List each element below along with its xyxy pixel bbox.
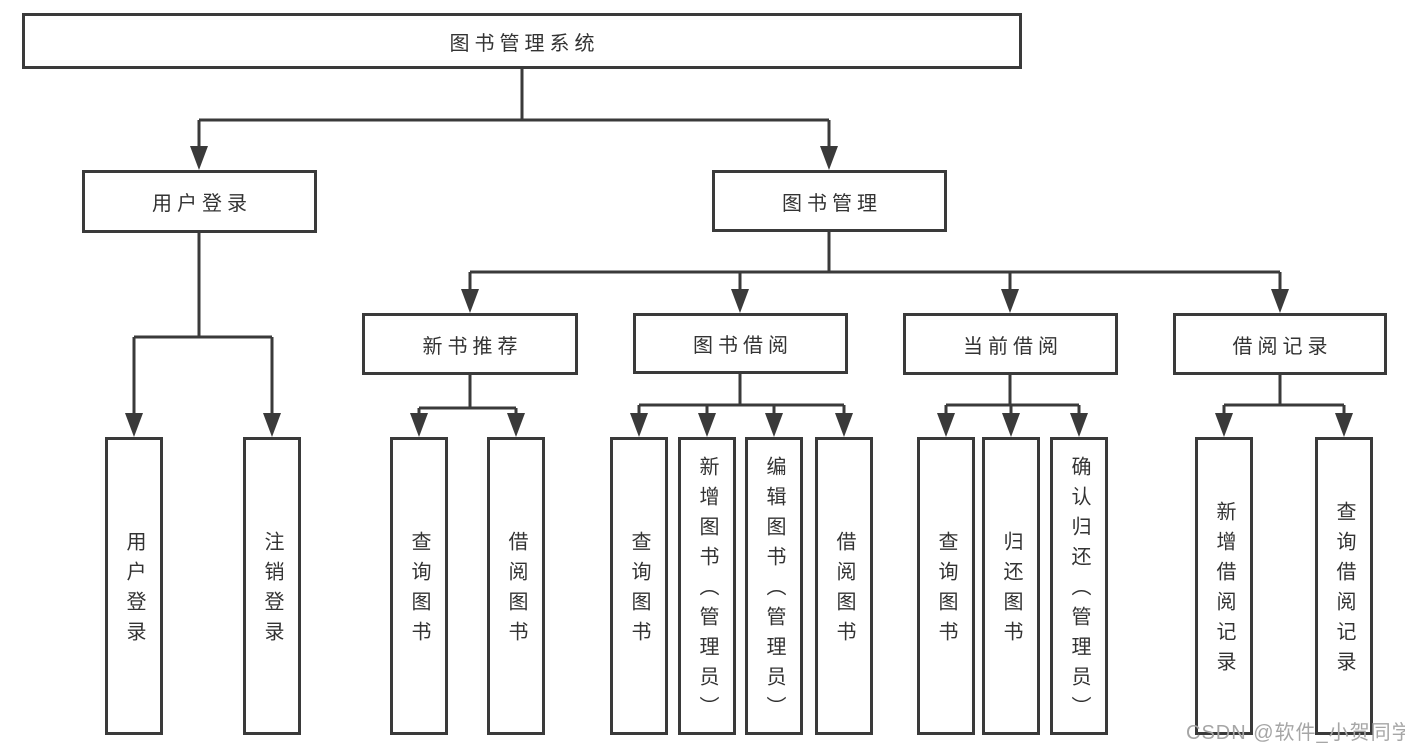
- leaf-query-books-borrow: 查询图书: [610, 437, 668, 735]
- connector-book-borrow-to-leaves: [630, 374, 853, 437]
- leaf-borrow-books-rec: 借阅图书: [487, 437, 545, 735]
- leaf-add-borrow-record-label: 新增借阅记录: [1213, 501, 1235, 681]
- node-book-management-label: 图书管理: [782, 192, 882, 215]
- leaf-add-books-admin-label: 新增图书（管理员）: [696, 456, 718, 726]
- connector-borrow-records-to-leaves: [1215, 375, 1353, 437]
- node-book-borrowing-label: 图书借阅: [693, 335, 793, 357]
- node-borrowing-records: 借阅记录: [1173, 313, 1387, 375]
- connector-user-login-to-leaves: [125, 233, 281, 437]
- node-current-borrowing: 当前借阅: [903, 313, 1118, 375]
- node-new-book-recommendation: 新书推荐: [362, 313, 578, 375]
- leaf-confirm-return-admin: 确认归还（管理员）: [1050, 437, 1108, 735]
- connector-new-book-rec-to-leaves: [410, 375, 525, 437]
- node-root-library-system: 图书管理系统: [22, 13, 1022, 69]
- leaf-borrow-books: 借阅图书: [815, 437, 873, 735]
- leaf-query-borrow-record-label: 查询借阅记录: [1333, 501, 1355, 681]
- leaf-query-books-current-label: 查询图书: [935, 531, 957, 651]
- connector-root-to-level2: [190, 69, 838, 170]
- node-book-borrowing: 图书借阅: [633, 313, 848, 374]
- leaf-query-books-borrow-label: 查询图书: [628, 531, 650, 651]
- node-current-borrowing-label: 当前借阅: [963, 335, 1063, 358]
- leaf-edit-books-admin-label: 编辑图书（管理员）: [763, 456, 785, 726]
- leaf-edit-books-admin: 编辑图书（管理员）: [745, 437, 803, 735]
- node-user-login: 用户登录: [82, 170, 317, 233]
- node-borrowing-records-label: 借阅记录: [1232, 335, 1333, 358]
- leaf-borrow-books-label: 借阅图书: [833, 531, 855, 651]
- leaf-logout-label: 注销登录: [261, 531, 283, 651]
- node-root-label: 图书管理系统: [449, 32, 600, 55]
- node-new-book-recommendation-label: 新书推荐: [422, 335, 523, 358]
- leaf-logout: 注销登录: [243, 437, 301, 735]
- leaf-query-books-current: 查询图书: [917, 437, 975, 735]
- node-user-login-label: 用户登录: [152, 193, 252, 215]
- leaf-return-books: 归还图书: [982, 437, 1040, 735]
- leaf-borrow-books-rec-label: 借阅图书: [505, 531, 527, 651]
- csdn-watermark: CSDN @软件_小贺同学: [1186, 722, 1405, 744]
- connector-current-borrow-to-leaves: [937, 375, 1088, 437]
- leaf-query-books-rec-label: 查询图书: [408, 531, 430, 651]
- leaf-user-login-label: 用户登录: [123, 531, 145, 651]
- leaf-confirm-return-admin-label: 确认归还（管理员）: [1068, 456, 1090, 726]
- leaf-query-borrow-record: 查询借阅记录: [1315, 437, 1373, 735]
- leaf-user-login: 用户登录: [105, 437, 163, 735]
- node-book-management: 图书管理: [712, 170, 947, 232]
- leaf-add-books-admin: 新增图书（管理员）: [678, 437, 736, 735]
- leaf-add-borrow-record: 新增借阅记录: [1195, 437, 1253, 735]
- leaf-query-books-rec: 查询图书: [390, 437, 448, 735]
- connector-book-management-to-level3: [461, 232, 1289, 313]
- leaf-return-books-label: 归还图书: [1000, 531, 1022, 651]
